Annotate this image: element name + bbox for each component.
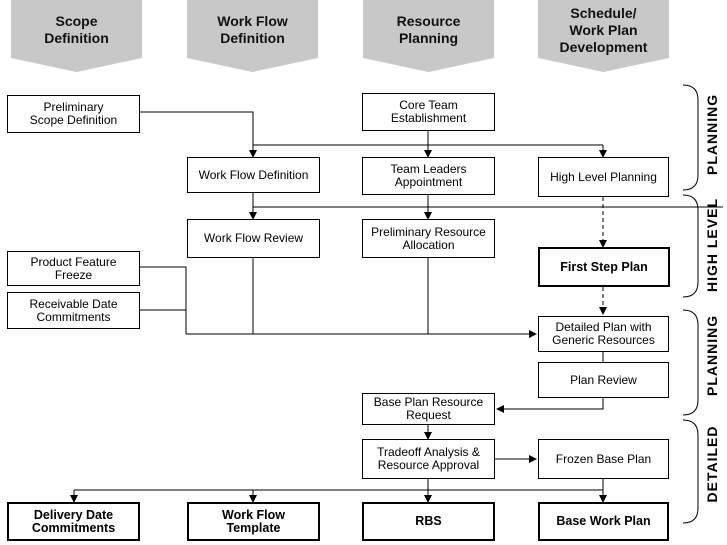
header-label: Schedule/ Work Plan Development (559, 4, 648, 55)
first-step-plan-box: First Step Plan (538, 247, 670, 287)
high-level-planning-box: High Level Planning (538, 157, 669, 197)
receivable-date-box: Receivable Date Commitments (7, 292, 140, 329)
header-label: Resource Planning (396, 13, 461, 46)
frozen-base-plan-box: Frozen Base Plan (538, 439, 669, 479)
product-feature-freeze-box: Product Feature Freeze (7, 251, 140, 286)
header-label: Work Flow Definition (217, 13, 288, 46)
header-label: Scope Definition (44, 13, 109, 46)
preliminary-resource-box: Preliminary Resource Allocation (362, 219, 495, 258)
phase-label-high-level: HIGH LEVEL (704, 198, 720, 293)
header-scope-definition: Scope Definition (11, 0, 142, 72)
delivery-date-box: Delivery Date Commitments (7, 502, 140, 541)
work-flow-definition-box: Work Flow Definition (187, 157, 320, 193)
base-plan-request-box: Base Plan Resource Request (362, 393, 495, 425)
phase-label-planning: PLANNING (704, 93, 720, 175)
header-resource-planning: Resource Planning (363, 0, 494, 72)
tradeoff-box: Tradeoff Analysis & Resource Approval (362, 439, 495, 479)
preliminary-scope-box: Preliminary Scope Definition (7, 95, 140, 133)
work-flow-template-box: Work Flow Template (187, 502, 320, 541)
base-work-plan-box: Base Work Plan (538, 502, 669, 541)
core-team-box: Core Team Establishment (362, 93, 495, 131)
header-schedule-work-plan: Schedule/ Work Plan Development (538, 0, 669, 72)
phase-label-detailed: DETAILED (704, 425, 720, 503)
phase-label-planning-detailed: PLANNING (704, 314, 720, 396)
header-work-flow-definition: Work Flow Definition (187, 0, 318, 72)
plan-review-box: Plan Review (538, 362, 669, 398)
team-leaders-box: Team Leaders Appointment (362, 157, 495, 195)
rbs-box: RBS (362, 502, 495, 541)
detailed-plan-box: Detailed Plan with Generic Resources (538, 316, 669, 352)
work-flow-review-box: Work Flow Review (187, 219, 320, 258)
